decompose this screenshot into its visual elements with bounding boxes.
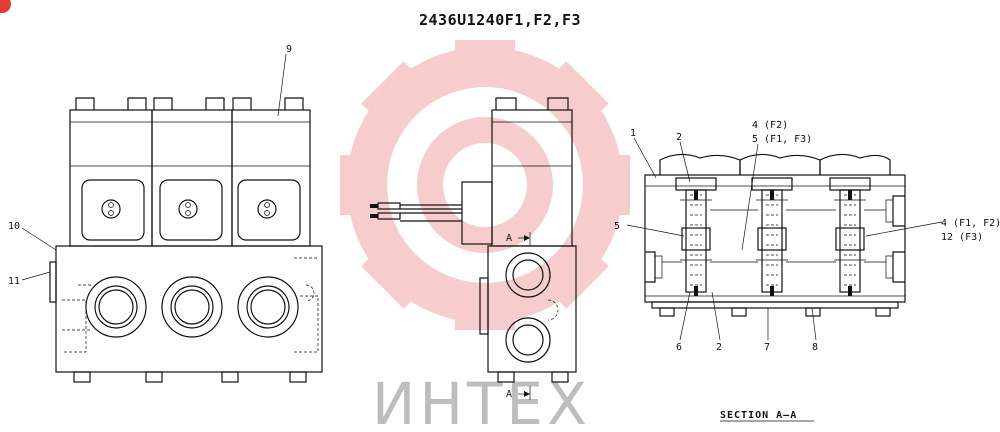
callout-2-top: 2 xyxy=(676,132,682,143)
wire-terminal-icon xyxy=(370,202,401,220)
valve-cartridge xyxy=(675,177,717,296)
connector-plug-icon xyxy=(257,199,277,219)
port-icon xyxy=(161,276,223,338)
valve-cartridge xyxy=(751,177,793,296)
front-view xyxy=(21,53,323,383)
callout-5-left: 5 xyxy=(614,221,620,232)
port-icon xyxy=(85,276,147,338)
connector-plug-icon xyxy=(178,199,198,219)
callout-12-f3: 12 (F3) xyxy=(941,232,983,243)
callout-1: 1 xyxy=(630,128,636,139)
callout-10: 10 xyxy=(8,221,20,232)
connector-plug-icon xyxy=(101,199,121,219)
callout-7: 7 xyxy=(764,342,770,353)
section-marker-bottom: A xyxy=(506,389,512,400)
callout-2-bottom: 2 xyxy=(716,342,722,353)
callout-4-f2: 4 (F2) xyxy=(752,120,788,131)
callout-5-f1-f3: 5 (F1, F3) xyxy=(752,134,812,145)
callout-4-f1-f2: 4 (F1, F2) xyxy=(941,218,1000,229)
section-view xyxy=(626,137,943,341)
valve-cartridge xyxy=(829,177,871,296)
callout-9: 9 xyxy=(286,44,292,55)
port-icon xyxy=(505,317,551,363)
callout-8: 8 xyxy=(812,342,818,353)
drawing-title: 2436U1240F1,F2,F3 xyxy=(419,11,581,29)
section-marker-top: A xyxy=(506,233,512,244)
callout-11: 11 xyxy=(8,276,20,287)
side-view xyxy=(370,97,577,400)
watermark-text: ИНТЕХ xyxy=(372,370,591,432)
corner-badge-icon xyxy=(0,0,11,13)
port-icon xyxy=(237,276,299,338)
port-icon xyxy=(505,252,551,298)
section-title: SECTION A—A xyxy=(720,410,797,421)
callout-6: 6 xyxy=(676,342,682,353)
watermark-gear-icon xyxy=(340,40,630,330)
